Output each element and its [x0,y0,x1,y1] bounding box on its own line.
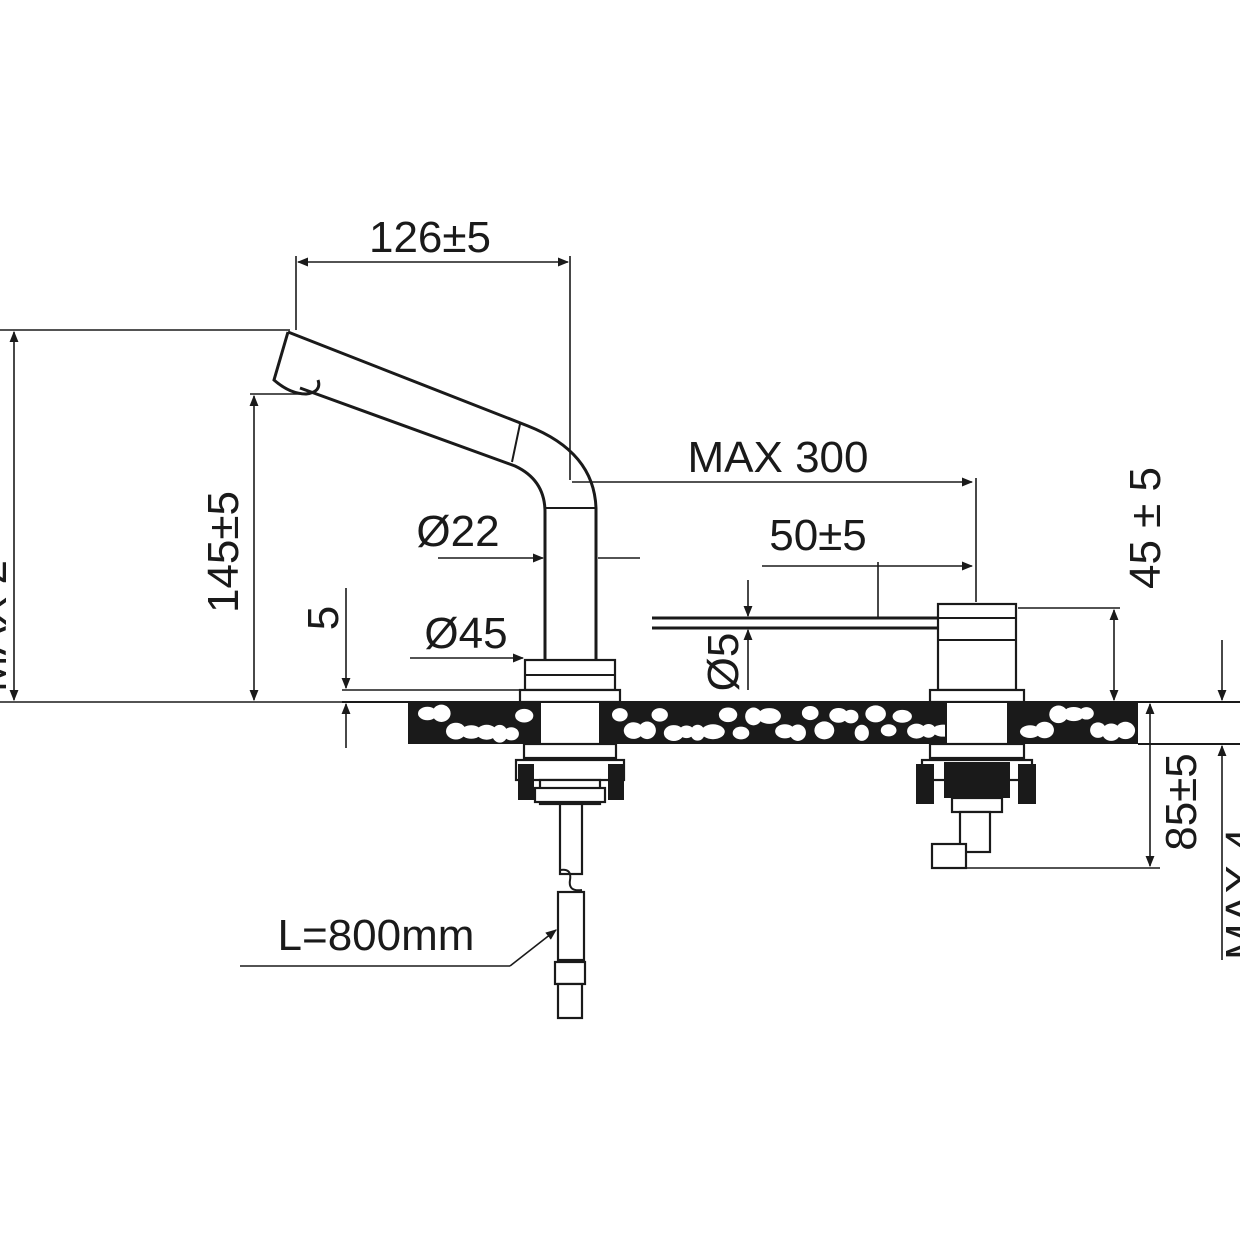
stone-mark [678,725,695,739]
stone-mark [814,721,835,740]
label-under-deck-depth: 85±5 [1157,753,1206,851]
label-base-diameter: Ø45 [424,609,507,658]
stone-mark [491,724,508,743]
label-max-distance: MAX 300 [688,433,869,482]
stone-mark [612,708,628,722]
stone-mark [1019,725,1041,738]
spout-faucet [272,330,626,1020]
stone-mark [432,704,451,722]
stone-mark [418,706,437,721]
stone-mark [651,708,668,722]
stone-mark [476,724,498,740]
stone-mark [503,727,519,741]
stone-mark [829,707,848,723]
label-lever-diameter: Ø5 [699,633,748,692]
label-total-height-partial: MAX 2 [0,560,16,692]
stone-mark [865,705,886,723]
stone-mark [638,721,656,740]
stone-mark [732,726,750,740]
countertop-slab [408,702,1138,744]
stone-mark [663,725,684,741]
stone-mark [1049,705,1068,724]
stone-mark [880,724,897,737]
stone-mark [892,709,912,723]
label-spout-tube-diameter: Ø22 [416,507,499,556]
label-hose-length: L=800mm [278,911,475,960]
stone-mark [460,725,482,739]
stone-mark [515,708,534,723]
stone-mark [1115,721,1136,740]
label-base-height: 5 [299,606,348,630]
handle-mixer [652,602,1036,870]
stone-mark [1079,707,1094,720]
label-spout-height: 145±5 [199,491,248,613]
stone-mark [1035,721,1054,739]
stone-mark [745,707,762,726]
stone-mark [690,724,705,741]
label-handle-height: 45 ± 5 [1121,467,1170,589]
stone-mark [921,724,936,738]
stone-mark [718,707,738,723]
stone-mark [1090,722,1106,738]
stone-mark [1063,706,1085,722]
stone-mark [1102,723,1121,741]
stone-mark [701,724,725,740]
stone-mark [757,708,781,724]
stone-mark [623,722,644,739]
stone-mark [801,705,819,721]
countertop-stone-texture [418,704,1136,743]
stone-mark [446,722,466,740]
stone-mark [789,724,806,741]
stone-mark [907,723,927,739]
label-right-edge-partial: MAX 4 [1217,828,1240,960]
stone-mark [843,709,859,724]
dimension-lines [0,256,1227,967]
dimension-labels: 126±5 MAX 300 Ø22 Ø45 50±5 L=800mm 145±5… [0,213,1240,960]
label-spout-reach: 126±5 [369,213,491,262]
stone-mark [775,724,795,739]
stone-mark [854,724,869,741]
label-lever-length: 50±5 [769,511,867,560]
